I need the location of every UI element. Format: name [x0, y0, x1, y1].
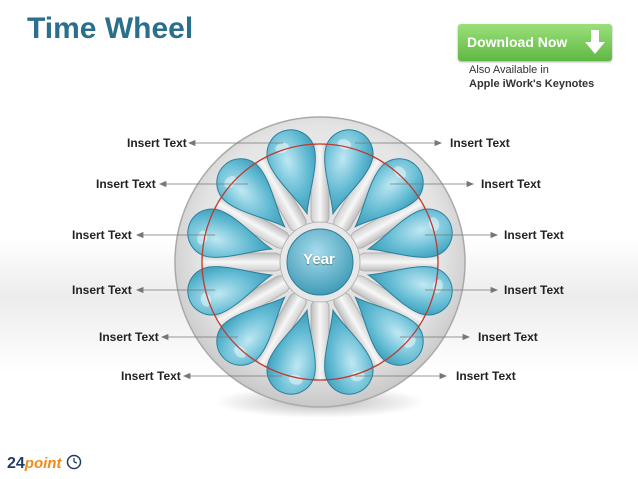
left-label-4: Insert Text: [72, 283, 132, 297]
leader-arrow-right-4: [490, 286, 499, 294]
right-label-4: Insert Text: [504, 283, 564, 297]
logo-word: point: [24, 455, 62, 472]
wheel-petal: [216, 296, 286, 366]
wheel-red-ring: [201, 143, 439, 381]
brand-logo: 24point: [7, 454, 82, 473]
leader-lines: [135, 139, 499, 380]
availability-note: Also Available in Apple iWork's Keynotes: [469, 63, 594, 91]
wheel-petal: [216, 158, 286, 228]
leader-arrow-left-5: [160, 333, 169, 341]
right-label-5: Insert Text: [478, 330, 538, 344]
wheel-petals: [187, 129, 453, 395]
leader-arrow-right-2: [466, 180, 475, 188]
left-label-1: Insert Text: [127, 136, 187, 150]
right-label-1: Insert Text: [450, 136, 510, 150]
leader-arrow-left-3: [135, 231, 144, 239]
availability-line-2: Apple iWork's Keynotes: [469, 78, 595, 90]
right-label-2: Insert Text: [481, 177, 541, 191]
clock-icon: [66, 454, 82, 470]
leader-arrow-left-4: [135, 286, 144, 294]
leader-arrow-left-6: [182, 372, 191, 380]
left-label-3: Insert Text: [72, 228, 132, 242]
leader-arrow-right-1: [434, 139, 443, 147]
leader-arrow-left-2: [158, 180, 167, 188]
wheel-center-label: Year: [303, 251, 335, 268]
leader-arrow-right-3: [490, 231, 499, 239]
page-title: Time Wheel: [27, 12, 194, 45]
download-now-button[interactable]: Download Now: [458, 24, 612, 61]
logo-number: 24: [7, 455, 25, 472]
leader-arrow-left-1: [187, 139, 196, 147]
wheel-hub: [286, 228, 354, 296]
wheel-petal: [354, 158, 424, 228]
left-label-5: Insert Text: [99, 330, 159, 344]
left-label-6: Insert Text: [121, 369, 181, 383]
right-label-3: Insert Text: [504, 228, 564, 242]
wheel-petal: [354, 296, 424, 366]
left-label-2: Insert Text: [96, 177, 156, 191]
download-now-label: Download Now: [467, 34, 568, 50]
leader-arrow-right-5: [462, 333, 471, 341]
leader-arrow-right-6: [439, 372, 448, 380]
right-label-6: Insert Text: [456, 369, 516, 383]
download-arrow-icon: [585, 30, 605, 54]
availability-line-1: Also Available in: [469, 64, 549, 76]
